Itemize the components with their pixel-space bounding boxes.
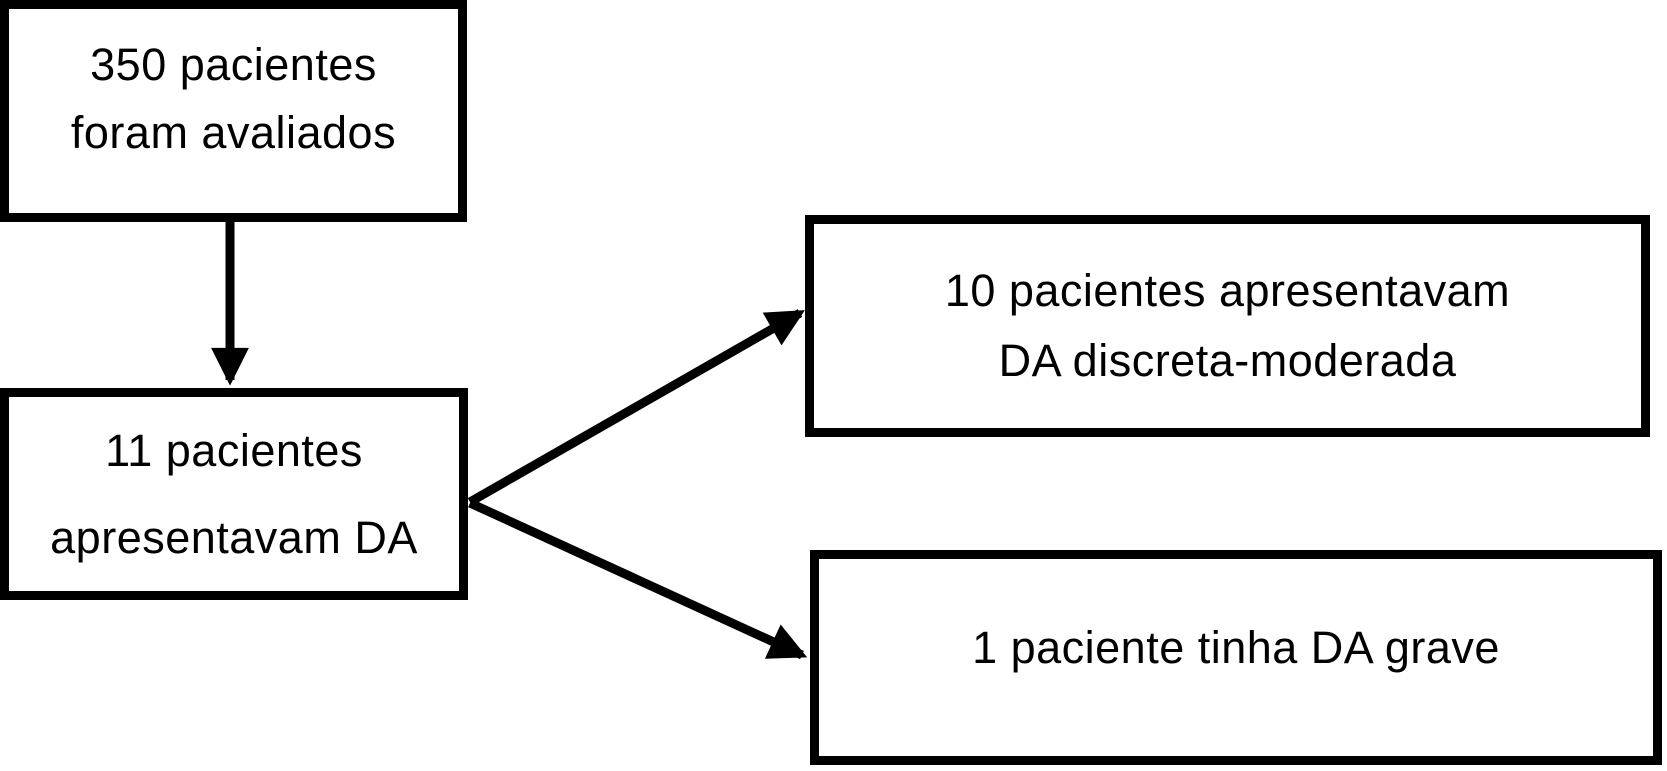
- box-text-line: 11 pacientes: [105, 425, 363, 476]
- diagonal-arrow-da-to-mild-moderate: [467, 309, 805, 506]
- diagonal-arrow-da-to-severe: [468, 498, 808, 660]
- box-da-mild-moderate: 10 pacientes apresentavam DA discreta-mo…: [805, 215, 1650, 437]
- box-text-line: 350 pacientes: [90, 39, 377, 90]
- box-text-line: 1 paciente tinha DA grave: [972, 621, 1500, 673]
- box-text-line: apresentavam DA: [50, 512, 418, 563]
- box-text-line: foram avaliados: [70, 107, 397, 158]
- box-da-severe: 1 paciente tinha DA grave: [810, 550, 1662, 765]
- box-patients-with-da: 11 pacientes apresentavam DA: [0, 388, 468, 600]
- box-patients-assessed: 350 pacientes foram avaliados: [0, 0, 467, 222]
- box-text-line: 10 pacientes apresentavam: [944, 265, 1511, 316]
- box-text-line: DA discreta-moderada: [998, 335, 1457, 386]
